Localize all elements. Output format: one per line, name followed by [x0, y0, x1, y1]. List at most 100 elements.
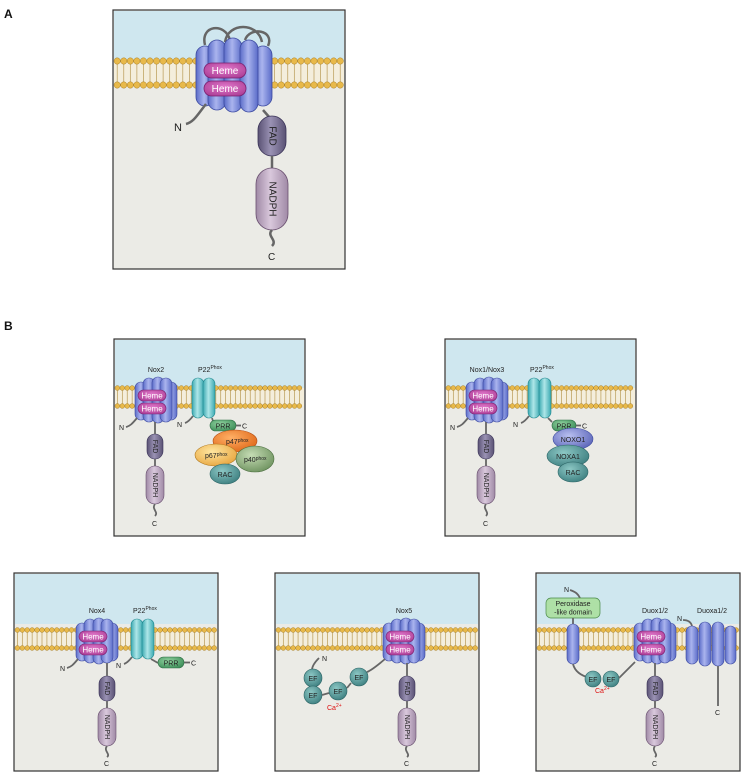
nox1-heme-2	[468, 402, 498, 415]
duox-extra-helix	[566, 623, 580, 665]
duoxa-helices	[685, 621, 737, 667]
panel-nox2: Nox2 P22Phox Heme Heme N FAD NADPH C N P…	[113, 338, 306, 537]
nox5-fad-label: FAD	[403, 682, 410, 696]
duox-n-label: N	[564, 587, 569, 594]
duox-heme-2	[636, 643, 666, 656]
nox5-n-label: N	[322, 656, 327, 663]
panel-nox5: Nox5 Heme Heme N EF EF EF EF Ca2+ FAD NA…	[274, 572, 480, 772]
duox-heme-2-label: Heme	[640, 646, 662, 655]
duoxa-title: Duoxa1/2	[697, 608, 727, 615]
nox5-membrane	[275, 627, 478, 651]
nox2-title: Nox2	[148, 367, 164, 374]
nox2-p22-n-label: N	[177, 422, 182, 429]
duox-ef-2-label: EF	[607, 677, 616, 684]
nox4-heme-1	[78, 630, 108, 643]
panel-a-heme-1	[203, 62, 247, 79]
nox5-ca-label: Ca2+	[327, 703, 342, 712]
nox1-heme-1-label: Heme	[472, 392, 494, 401]
duox-title: Duox1/2	[642, 608, 668, 615]
nox1-prr-c-label: C	[582, 424, 587, 431]
nox1-fad-label: FAD	[482, 440, 489, 454]
panel-a: Heme Heme N FAD NADPH C	[112, 9, 346, 270]
nox5-heme-2-label: Heme	[389, 646, 411, 655]
nox5-heme-2	[385, 643, 415, 656]
panel-nox4: Nox4 P22Phox Heme Heme N FAD NADPH C N P…	[13, 572, 219, 772]
panel-nox1: Nox1/Nox3 P22Phox Heme Heme N FAD NADPH …	[444, 338, 637, 537]
panel-a-heme-2	[203, 80, 247, 97]
panel-a-heme-1-label: Heme	[212, 66, 239, 77]
panel-a-label: A	[4, 7, 13, 21]
nox2-fad-label: FAD	[151, 440, 158, 454]
duoxa-c-label: C	[715, 710, 720, 717]
panel-b-label: B	[4, 319, 13, 333]
nox2-heme-1	[137, 389, 167, 402]
nox4-heme-1-label: Heme	[82, 633, 104, 642]
nox1-noxo1-label: NOXO1	[561, 437, 586, 444]
duox-ef-1	[584, 670, 602, 688]
nox4-nadph-label: NADPH	[103, 715, 110, 740]
duox-heme-1-label: Heme	[640, 633, 662, 642]
nox1-heme-2-label: Heme	[472, 405, 494, 414]
panel-a-n-label: N	[174, 122, 182, 134]
nox4-extracellular	[15, 574, 217, 624]
nox1-p22-n-label: N	[513, 422, 518, 429]
nox5-title: Nox5	[396, 608, 412, 615]
panel-a-loops	[203, 25, 271, 47]
nox5-ef-3	[328, 681, 348, 701]
nox4-p22-n-label: N	[116, 663, 121, 670]
nox4-prr-c-label: C	[191, 661, 196, 668]
nox2-c-label: C	[152, 521, 157, 528]
nox5-ef-2-label: EF	[309, 693, 318, 700]
nox2-rac-label: RAC	[218, 472, 233, 479]
duox-ca-label: Ca2+	[595, 686, 610, 695]
nox4-title: Nox4	[89, 608, 105, 615]
nox2-p67-label: p67phox	[205, 452, 228, 460]
nox1-nadph-label: NADPH	[482, 473, 489, 498]
panel-a-n-tail	[185, 103, 207, 126]
nox2-p40	[235, 445, 275, 473]
duox-ef-1-label: EF	[589, 677, 598, 684]
duoxa-n-label: N	[677, 616, 682, 623]
nox4-prr-label: PRR	[164, 661, 179, 668]
duox-fad-label: FAD	[651, 682, 658, 696]
nox1-heme-1	[468, 389, 498, 402]
nox2-rac	[209, 463, 241, 485]
duox-ef-2	[602, 670, 620, 688]
nox2-heme-2-label: Heme	[141, 405, 163, 414]
nox5-nadph-label: NADPH	[403, 715, 410, 740]
duox-heme-1	[636, 630, 666, 643]
nox2-p22-label: P22Phox	[198, 365, 222, 374]
nox4-c-label: C	[104, 761, 109, 768]
nox5-ef-4	[349, 667, 369, 687]
nox1-p22-helices	[527, 377, 552, 419]
nox4-heme-2	[78, 643, 108, 656]
nox5-ef-4-label: EF	[355, 675, 364, 682]
nox1-n-label: N	[450, 425, 455, 432]
duox-nadph-label: NADPH	[651, 715, 658, 740]
nox1-noxa1-label: NOXA1	[556, 454, 580, 461]
nox2-nadph-label: NADPH	[151, 473, 158, 498]
duox-peroxidase-label-1: Peroxidase	[555, 601, 590, 608]
nox2-n-label: N	[119, 425, 124, 432]
nox5-extracellular	[276, 574, 478, 624]
nox2-heme-2	[137, 402, 167, 415]
nox1-prr-label: PRR	[557, 424, 572, 431]
nox5-ef-3-label: EF	[334, 689, 343, 696]
nox2-heme-1-label: Heme	[141, 392, 163, 401]
nox1-p22-label: P22Phox	[530, 365, 554, 374]
nox2-p22-helices	[191, 377, 216, 419]
nox4-heme-2-label: Heme	[82, 646, 104, 655]
nox1-title: Nox1/Nox3	[470, 367, 505, 374]
nox2-p40-label: p40phox	[244, 456, 267, 464]
nox2-prr-c-label: C	[242, 424, 247, 431]
nox4-p22-helices	[130, 618, 155, 660]
panel-a-c-label: C	[268, 252, 275, 263]
panel-duox: N Peroxidase -like domain EF EF Ca2+ Duo…	[535, 572, 741, 772]
nox5-c-label: C	[404, 761, 409, 768]
panel-a-fad-label: FAD	[266, 126, 277, 145]
duox-c-label: C	[652, 761, 657, 768]
nox2-p47-label: p47phox	[226, 438, 249, 446]
nox1-c-label: C	[483, 521, 488, 528]
nox4-fad-label: FAD	[103, 682, 110, 696]
duox-peroxidase-label-2: -like domain	[554, 610, 592, 617]
